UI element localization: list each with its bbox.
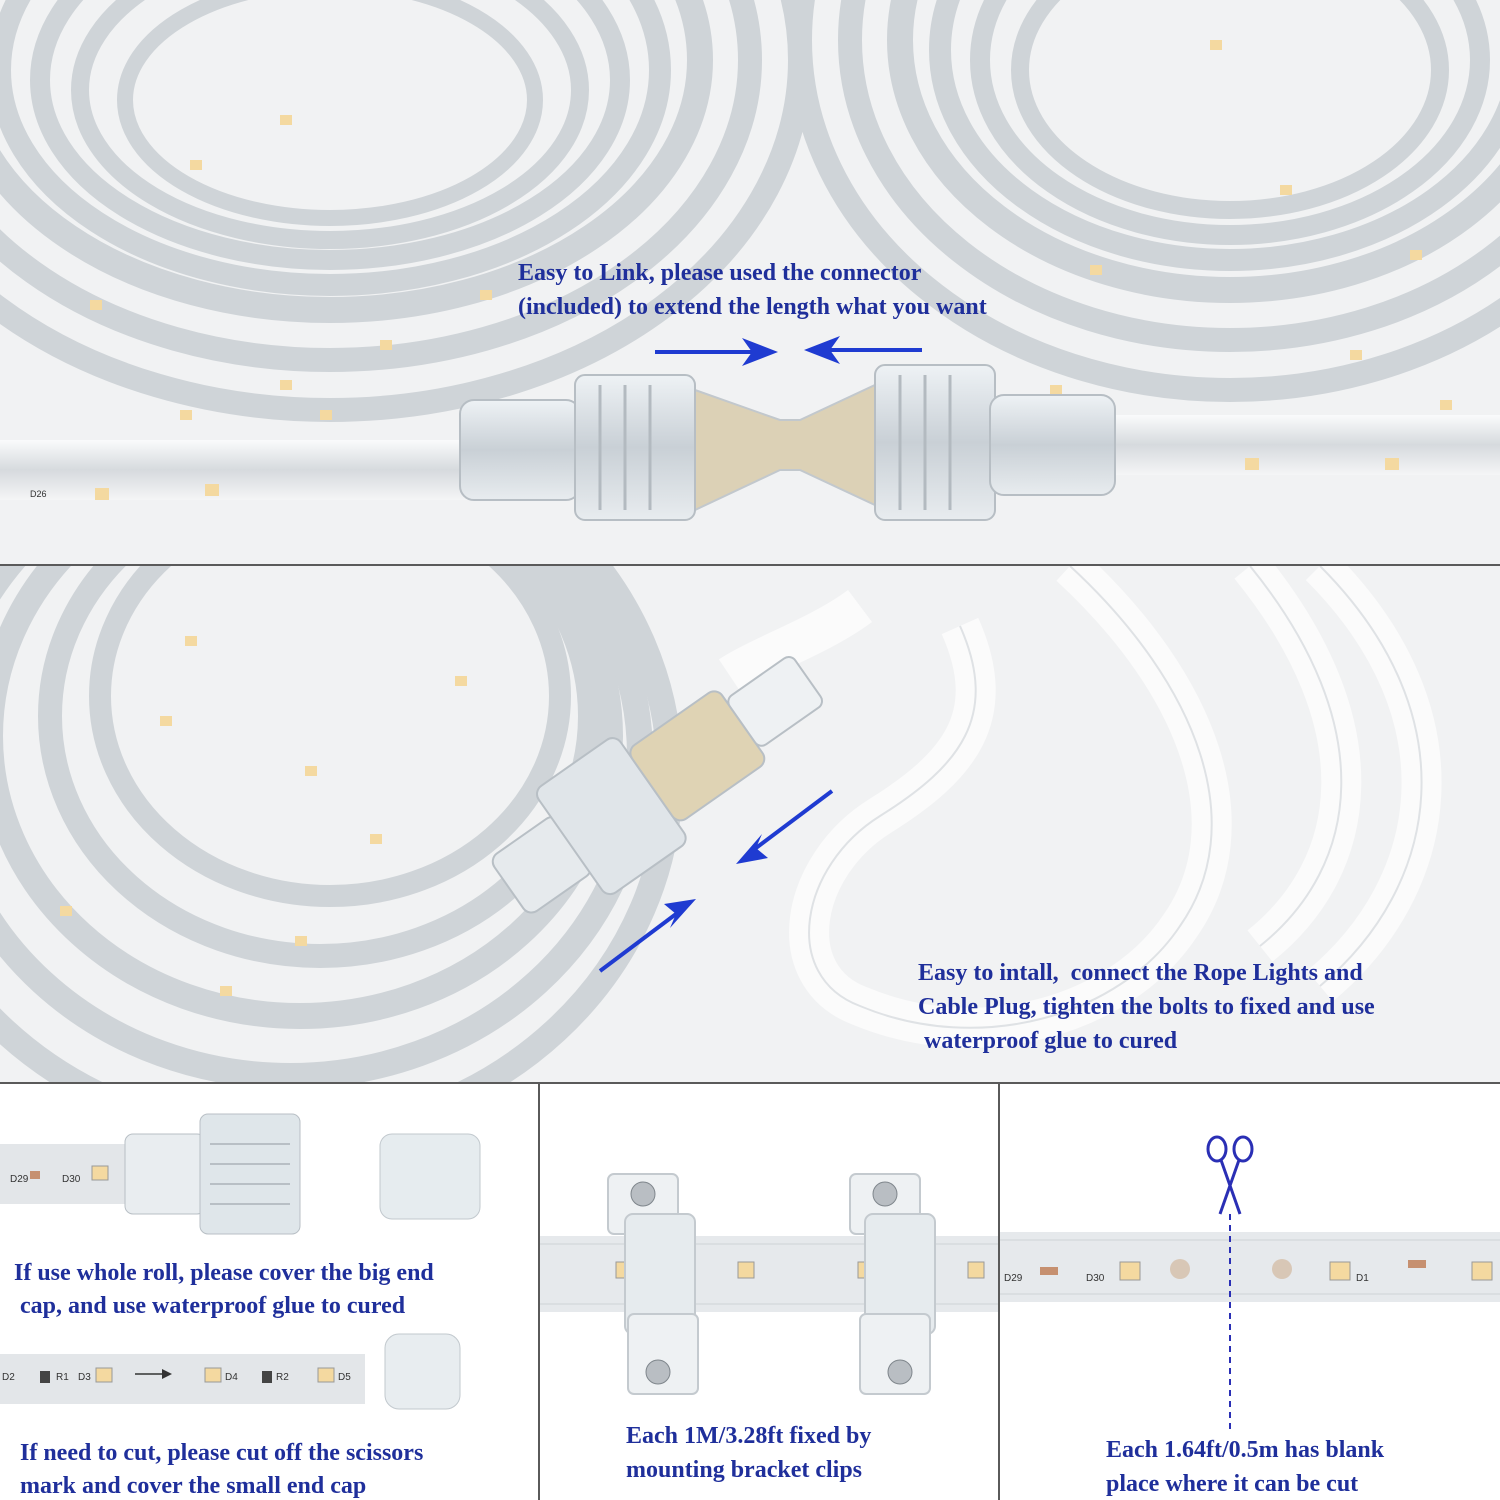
strip-label: R1 <box>56 1372 69 1383</box>
arrow-icon <box>135 1369 172 1379</box>
end-cap-caption-b-line1: If need to cut, please cut off the sciss… <box>20 1440 424 1466</box>
screw-icon <box>630 1181 671 1385</box>
connector-threads <box>598 375 952 510</box>
strip-label: D2 <box>2 1372 15 1383</box>
right-coil <box>788 0 1500 402</box>
bottom-middle-panel-clips: Each 1M/3.28ft fixed by mounting bracket… <box>540 1084 998 1500</box>
left-coil <box>0 0 812 422</box>
strip-label: D5 <box>338 1372 351 1383</box>
cut-caption-line1: Each 1.64ft/0.5m has blank <box>1106 1437 1385 1463</box>
end-cap-illustration: D29 D30 D2 R1 D3 D4 R2 D5 <box>0 1113 481 1410</box>
scissors-icon <box>1206 1135 1254 1215</box>
divider <box>0 1082 1500 1084</box>
arrow-icon <box>598 789 834 973</box>
bottom-right-panel-cut: D29 D30 D1 Each 1.64ft/0.5m has blank pl… <box>1000 1084 1500 1500</box>
divider <box>538 1084 540 1500</box>
divider <box>998 1084 1000 1500</box>
middle-caption-line3: waterproof glue to cured <box>918 1028 1178 1054</box>
strip-label: R2 <box>276 1372 289 1383</box>
strip-label: D3 <box>78 1372 91 1383</box>
end-cap-caption-a-line1: If use whole roll, please cover the big … <box>14 1260 434 1286</box>
end-cap-caption-a-line2: cap, and use waterproof glue to cured <box>14 1293 406 1319</box>
strip-label: D29 <box>1004 1273 1023 1284</box>
strip-led-dots <box>95 458 1399 500</box>
clips-caption-line1: Each 1M/3.28ft fixed by <box>626 1423 872 1449</box>
bottom-left-panel-end-caps: D29 D30 D2 R1 D3 D4 R2 D5 If use whole r… <box>0 1084 538 1500</box>
strip-label: D29 <box>10 1174 29 1185</box>
middle-panel-install: Easy to intall, connect the Rope Lights … <box>0 566 1500 1082</box>
strip-label: D4 <box>225 1372 238 1383</box>
divider <box>0 564 1500 566</box>
top-caption-line2: (included) to extend the length what you… <box>518 294 987 320</box>
strip-label: D30 <box>62 1174 81 1185</box>
mounting-clips-illustration <box>540 1173 998 1395</box>
mounting-clip <box>849 1173 936 1395</box>
end-cap-caption-b-line2: mark and cover the small end cap <box>20 1473 367 1499</box>
top-caption-line1: Easy to Link, please used the connector <box>518 260 922 286</box>
cut-mark-illustration: D29 D30 D1 <box>1000 1135 1500 1429</box>
strip-label: D26 <box>30 489 47 499</box>
middle-caption-line2: Cable Plug, tighten the bolts to fixed a… <box>918 994 1375 1020</box>
cable-plug <box>491 655 823 914</box>
cut-caption-line2: place where it can be cut <box>1106 1471 1359 1497</box>
top-panel-link-connector: D26 Easy to Link, please used the connec… <box>0 0 1500 565</box>
install-illustration <box>0 566 1442 1082</box>
strip-label: D1 <box>1356 1273 1369 1284</box>
arrow-icon <box>655 336 922 366</box>
middle-caption-line1: Easy to intall, connect the Rope Lights … <box>918 960 1363 986</box>
rope-coils-illustration: D26 <box>0 0 1500 521</box>
connector <box>459 364 1116 521</box>
strip-label: D30 <box>1086 1273 1105 1284</box>
screw-icon <box>872 1181 913 1385</box>
clips-caption-line2: mounting bracket clips <box>626 1457 863 1483</box>
